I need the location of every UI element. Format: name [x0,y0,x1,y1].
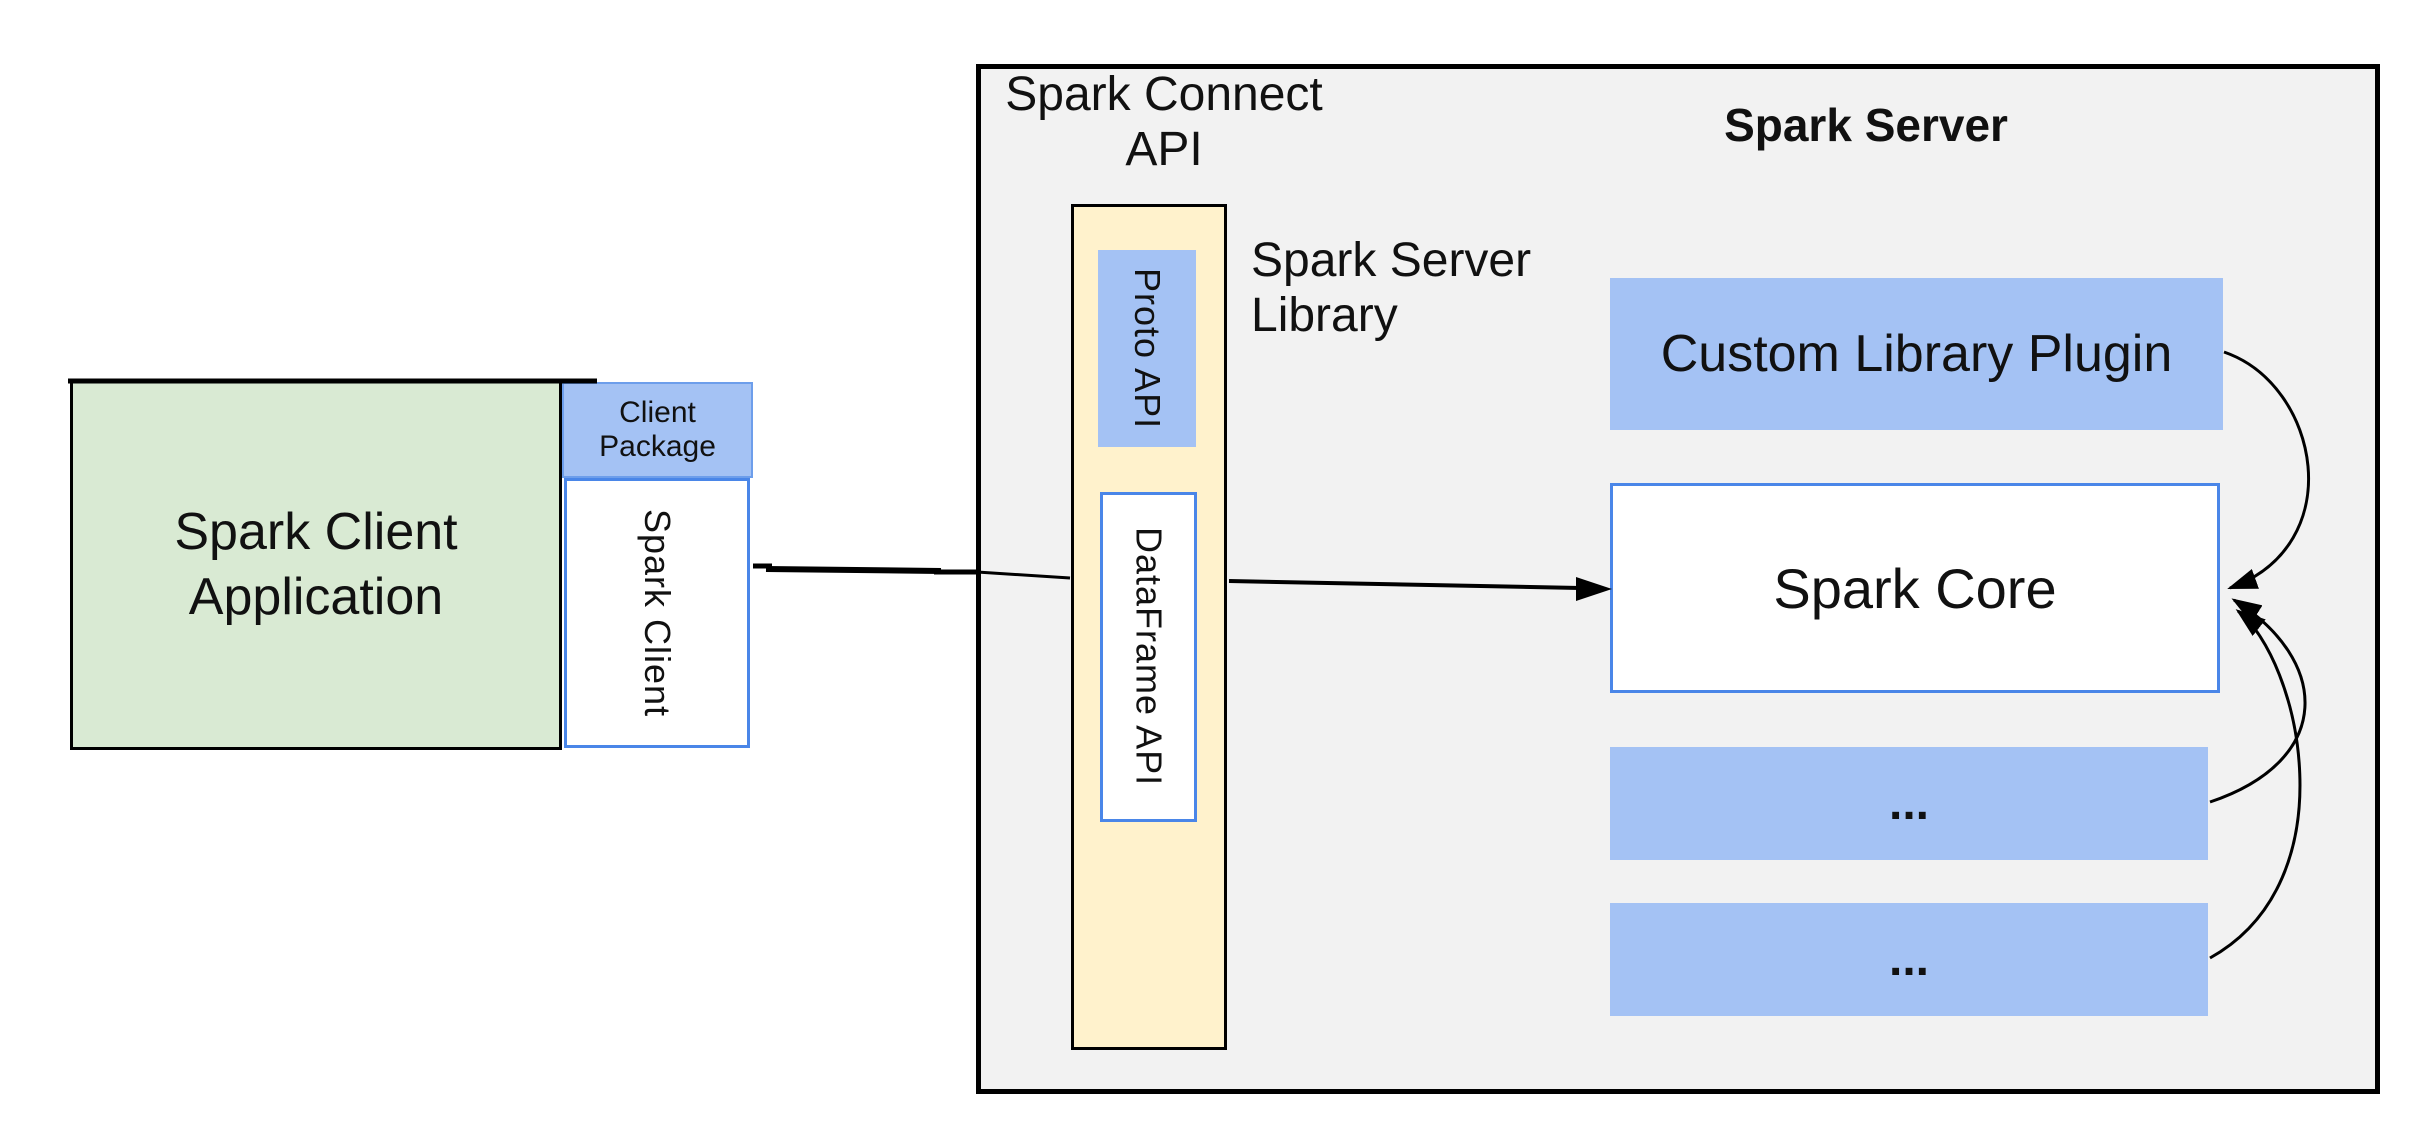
spark-client-application-box: Spark Client Application [70,380,562,750]
more-plugins-box-top: ... [1610,747,2208,860]
spark-client-label: Spark Client [637,508,678,718]
client-package-box: Client Package [562,382,753,478]
more-plugins-box-bottom: ... [1610,903,2208,1016]
spark-server-title: Spark Server [1724,99,2008,151]
spark-core-box: Spark Core [1610,483,2220,693]
proto-api-label: Proto API [1127,267,1168,430]
proto-api-box: Proto API [1098,250,1196,447]
dataframe-api-box: DataFrame API [1100,492,1197,822]
dataframe-api-label: DataFrame API [1128,527,1170,787]
spark-client-box: Spark Client [564,478,750,748]
custom-library-plugin-box: Custom Library Plugin [1610,278,2223,430]
spark-connect-api-label: Spark Connect API [1005,68,1323,176]
spark-server-library-label: Spark Server Library [1251,234,1532,342]
